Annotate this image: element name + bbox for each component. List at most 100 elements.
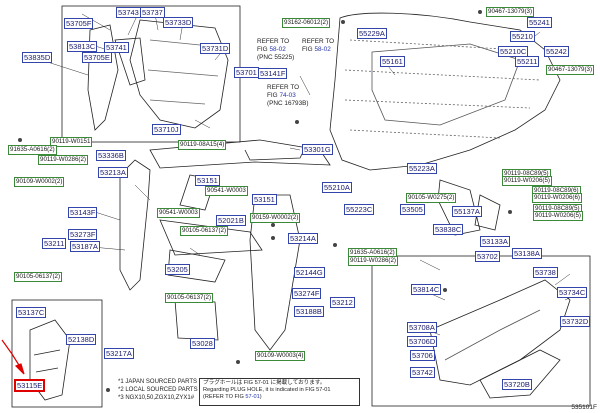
part-label-90109-w0003[interactable]: 90109-W0003(4) [255,351,306,361]
part-label-55210c[interactable]: 55210C [498,46,529,57]
part-label-55229a[interactable]: 55229A [357,28,387,39]
part-label-53701[interactable]: 53701 [234,67,259,78]
part-label-90105-06137[interactable]: 90105-06137(2) [180,226,229,236]
part-code: 90119-W0151 [52,138,91,145]
part-label-53213a[interactable]: 53213A [98,167,128,178]
part-code: 53205 [167,265,188,274]
part-code: 53188B [296,307,322,316]
part-label-90467-13079[interactable]: 90467-13079(3) [546,65,595,75]
part-label-55223c[interactable]: 55223C [344,204,375,215]
part-label-53143f[interactable]: 53143F [68,207,98,218]
part-qty: (2) [218,227,227,234]
part-label-90105-w0275[interactable]: 90105-W0275(2) [406,193,457,203]
part-code: 55211 [517,57,538,66]
part-label-55210[interactable]: 55210 [510,31,535,42]
part-label-53138a[interactable]: 53138A [512,248,542,259]
part-label-53814c[interactable]: 53814C [411,284,442,295]
part-label-53273f[interactable]: 53273F [68,229,98,240]
part-label-90541-w0003[interactable]: 90541-W0003 [157,208,200,218]
part-code: 53706 [412,351,433,360]
part-label-90119-w0286[interactable]: 90119-W0286(2) [348,256,398,266]
part-label-53217a[interactable]: 53217A [104,348,134,359]
part-label-52021b[interactable]: 52021B [216,215,246,226]
note-line-ref: (REFER TO FIG 57-01) [203,394,262,400]
part-label-90119-w0206[interactable]: 90119-W0206(6) [532,193,582,203]
part-label-53505[interactable]: 53505 [400,204,425,215]
part-label-55210a[interactable]: 55210A [322,182,352,193]
part-label-90119-w0286[interactable]: 90119-W0286(2) [38,155,88,165]
part-label-53205[interactable]: 53205 [165,264,190,275]
part-label-55241[interactable]: 55241 [527,17,552,28]
part-label-93162-06012[interactable]: 93162-06012(2) [282,18,331,28]
part-label-52138d[interactable]: 52138D [66,334,97,345]
part-label-53028[interactable]: 53028 [190,338,215,349]
part-label-52144g[interactable]: 52144G [294,267,325,278]
part-label-53813c[interactable]: 53813C [67,41,98,52]
part-label-90119-w0151[interactable]: 90119-W0151 [50,137,93,147]
part-label-53705f[interactable]: 53705F [64,18,94,29]
part-label-55211[interactable]: 55211 [515,56,540,67]
part-label-53211[interactable]: 53211 [42,238,67,249]
part-code: 53702 [477,252,498,261]
part-label-55161[interactable]: 55161 [380,56,405,67]
part-label-53737[interactable]: 53737 [140,7,165,18]
part-label-53151[interactable]: 53151 [195,175,220,186]
part-label-53734c[interactable]: 53734C [557,287,588,298]
part-label-55223a[interactable]: 55223A [407,163,437,174]
part-code: 53211 [44,239,65,248]
part-label-55137a[interactable]: 55137A [452,206,482,217]
part-label-53141f[interactable]: 53141F [258,68,288,79]
part-label-53214a[interactable]: 53214A [288,233,318,244]
part-label-53212[interactable]: 53212 [330,297,355,308]
part-label-53838c[interactable]: 53838C [433,224,464,235]
part-label-53731d[interactable]: 53731D [200,43,231,54]
part-label-90159-w0002[interactable]: 90159-W0002(2) [250,213,301,223]
part-label-53187a[interactable]: 53187A [70,241,100,252]
part-label-53274f[interactable]: 53274F [292,288,322,299]
part-code: 53720B [504,380,530,389]
part-label-90467-13079[interactable]: 90467-13079(3) [486,7,535,17]
part-qty: (2) [387,249,395,256]
part-code: 53737 [142,8,163,17]
apron-shape [129,19,229,129]
sourcing-notes: *1 JAPAN SOURCED PARTS *2 LOCAL SOURCED … [118,378,198,402]
part-label-53706[interactable]: 53706 [410,350,435,361]
part-label-53336b[interactable]: 53336B [96,150,126,161]
part-label-53743[interactable]: 53743 [116,7,141,18]
part-label-53705e[interactable]: 53705E [82,52,112,63]
part-label-53706d[interactable]: 53706D [407,336,438,347]
part-code: 90105-W0275 [408,194,447,201]
part-label-53720b[interactable]: 53720B [502,379,532,390]
part-code: 90541-W0003 [207,187,246,194]
part-label-53137c[interactable]: 53137C [16,307,47,318]
part-label-53188b[interactable]: 53188B [294,306,324,317]
part-label-90105-06137[interactable]: 90105-06137(2) [14,272,63,282]
part-label-53835d[interactable]: 53835D [22,52,53,63]
part-label-53742[interactable]: 53742 [410,367,435,378]
part-qty: (6) [571,187,579,194]
part-label-53301g[interactable]: 53301G [302,144,333,155]
part-code: 53701 [236,68,257,77]
part-label-90119-w0206[interactable]: 90119-W0206(5) [502,176,552,186]
part-code: 53814C [413,285,440,294]
part-qty: (2) [52,273,61,280]
part-label-90119-w0206[interactable]: 90119-W0206(5) [533,211,583,221]
part-label-90105-06137[interactable]: 90105-06137(2) [165,293,214,303]
part-label-91635-a0616[interactable]: 91635-A0616(2) [8,145,57,155]
part-label-53708a[interactable]: 53708A [407,322,437,333]
part-label-53733d[interactable]: 53733D [163,17,194,28]
part-label-53702[interactable]: 53702 [475,251,500,262]
note-line-en: Regarding PLUG HOLE, it is indicated in … [203,387,331,393]
part-label-53133a[interactable]: 53133A [480,236,510,247]
part-label-53115e[interactable]: 53115E [14,379,46,392]
part-label-53738[interactable]: 53738 [533,267,558,278]
part-label-53741[interactable]: 53741 [104,42,129,53]
part-label-90109-w0002[interactable]: 90109-W0002(2) [14,177,65,187]
part-label-53732d[interactable]: 53732D [560,316,591,327]
part-label-55242[interactable]: 55242 [544,46,569,57]
part-label-53710j[interactable]: 53710J [152,124,181,135]
part-label-90541-w0003[interactable]: 90541-W0003 [205,186,248,196]
part-label-53151[interactable]: 53151 [252,194,277,205]
part-label-90119-08a15[interactable]: 90119-08A15(4) [178,140,227,150]
part-code: 53217A [106,349,132,358]
